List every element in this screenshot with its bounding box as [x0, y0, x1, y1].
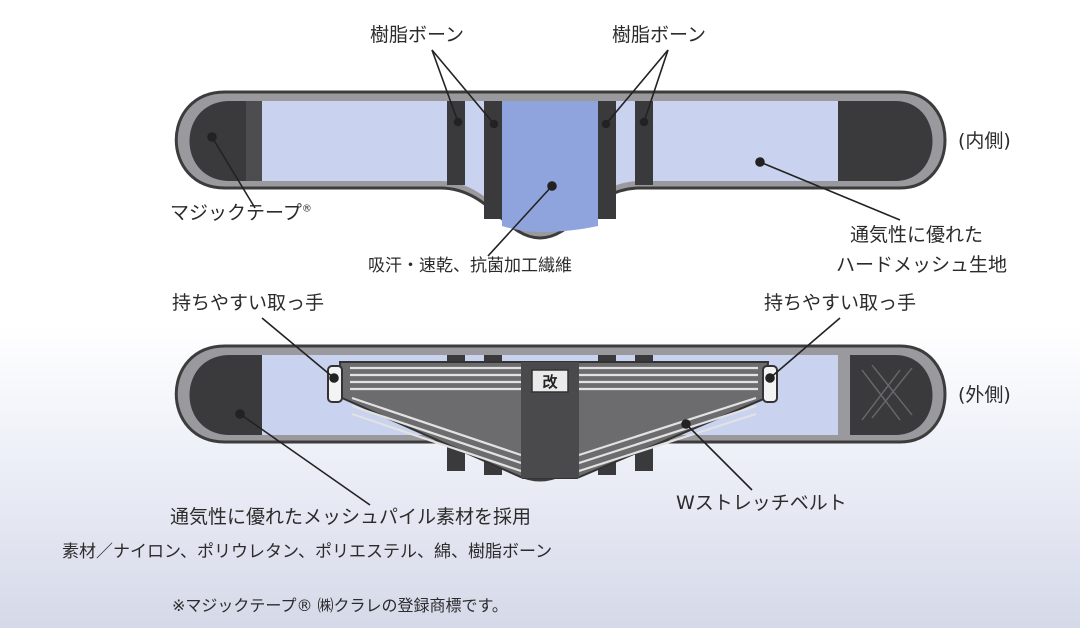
resin-bone-label-right: 樹脂ボーン [612, 24, 707, 46]
outer-callouts [235, 317, 841, 506]
inner-left-tape-strip [246, 101, 262, 181]
resin-bone-1 [447, 101, 465, 185]
resin-bone-2 [484, 101, 502, 219]
outer-left-tape [189, 355, 262, 435]
resin-bone-label-left: 樹脂ボーン [370, 24, 465, 46]
magic-tape-text: マジックテープ [170, 202, 302, 224]
inner-side-label: (内側) [958, 130, 1011, 152]
logo-badge-box [531, 369, 569, 393]
mesh-pile-label: 通気性に優れたメッシュパイル素材を採用 [170, 506, 532, 528]
inner-left-tape [189, 101, 262, 181]
registered-mark: ® [301, 203, 312, 215]
right-handle[interactable] [762, 365, 778, 403]
materials-text: 素材／ナイロン、ポリウレタン、ポリエステル、綿、樹脂ボーン [62, 542, 553, 562]
magic-tape-label: マジックテープ® [170, 204, 312, 223]
handle-label-left: 持ちやすい取っ手 [172, 292, 325, 314]
mesh-fabric-label-line2: ハードメッシュ生地 [836, 254, 1008, 276]
inner-callouts [207, 49, 901, 257]
w-stretch-belt-label: Wストレッチベルト [676, 492, 847, 514]
mesh-fabric-label-line1: 通気性に優れた [850, 224, 984, 246]
right-tape-pattern [861, 364, 913, 421]
resin-bone-3 [598, 101, 616, 219]
outer-side-label: (外側) [958, 384, 1011, 406]
handle-label-right: 持ちやすい取っ手 [764, 292, 917, 314]
band-stripes [350, 366, 758, 473]
trademark-note: ※マジックテープ® ㈱クラレの登録商標です。 [172, 596, 508, 615]
inner-right-tape [838, 101, 933, 181]
left-handle[interactable] [327, 365, 343, 403]
outer-belt: 改 [174, 344, 947, 482]
sweat-fiber-label: 吸汗・速乾、抗菌加工繊維 [368, 256, 572, 276]
logo-badge: 改 [542, 373, 558, 391]
inner-belt [174, 90, 947, 240]
resin-bone-4 [635, 101, 653, 185]
inner-center-panel [502, 101, 598, 232]
